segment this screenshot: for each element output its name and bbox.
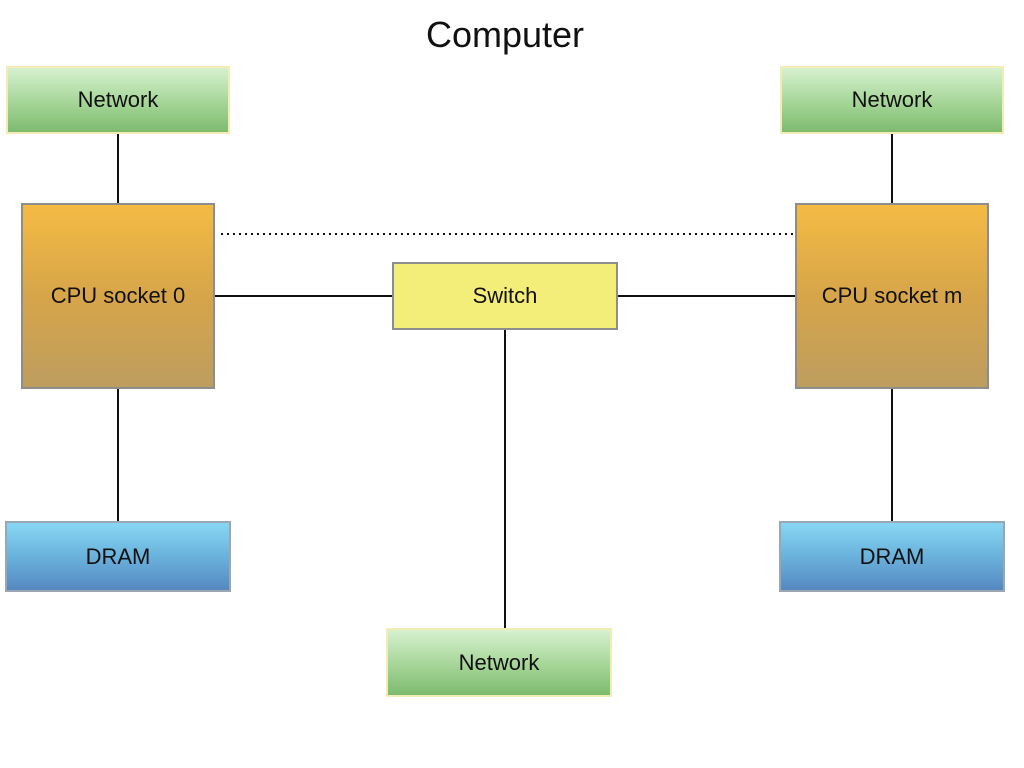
dram-node-left: DRAM	[5, 521, 231, 592]
network-node-right-label: Network	[851, 87, 933, 112]
cpu-socket-left-node: CPU socket 0	[21, 203, 215, 389]
network-node-bottom: Network	[386, 628, 612, 697]
network-node-left: Network	[6, 66, 230, 134]
cpu-socket-right-label: CPU socket m	[821, 283, 963, 308]
switch-label: Switch	[472, 283, 538, 308]
cpu-socket-left-label: CPU socket 0	[50, 283, 186, 308]
network-node-left-label: Network	[77, 87, 159, 112]
cpu-socket-right-node: CPU socket m	[795, 203, 989, 389]
switch-node: Switch	[392, 262, 618, 330]
network-node-bottom-label: Network	[458, 649, 540, 675]
dram-node-right-label: DRAM	[859, 543, 925, 569]
diagram-title: Computer	[425, 14, 585, 55]
network-node-right: Network	[780, 66, 1004, 134]
dram-node-right: DRAM	[779, 521, 1005, 592]
dram-node-left-label: DRAM	[85, 543, 151, 569]
